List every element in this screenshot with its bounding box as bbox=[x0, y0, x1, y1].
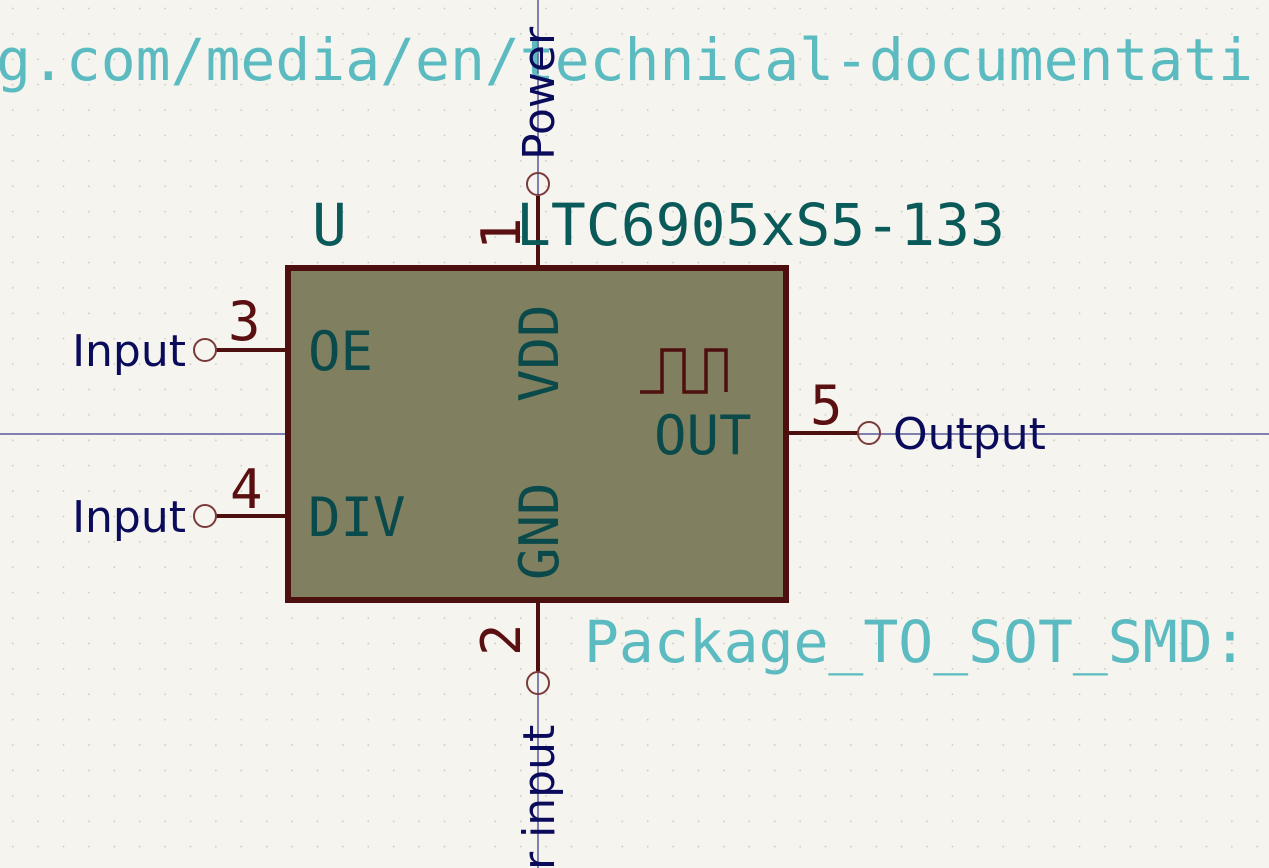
pin-3-number: 3 bbox=[228, 290, 261, 353]
pin-lines bbox=[216, 196, 858, 672]
component-body[interactable] bbox=[285, 265, 789, 603]
reference-field[interactable]: U bbox=[312, 191, 347, 259]
pin-numbers: 1 2 3 4 5 bbox=[228, 217, 843, 656]
value-field[interactable]: LTC6905xS5-133 bbox=[516, 191, 1005, 259]
pin-4-electrical-type: Input bbox=[72, 492, 186, 543]
pin-4-connection bbox=[193, 504, 217, 528]
pin-1-number: 1 bbox=[470, 217, 533, 250]
pin-5-name: OUT bbox=[654, 404, 752, 467]
pin-2-electrical-type: r input bbox=[514, 725, 565, 868]
pin-4-name: DIV bbox=[308, 486, 406, 549]
pin-2-connection bbox=[526, 671, 550, 695]
pin-5-number: 5 bbox=[810, 374, 843, 437]
electrical-type-labels: Power r input Input Input Output bbox=[72, 26, 1046, 868]
datasheet-field[interactable]: g.com/media/en/technical-documentati bbox=[0, 26, 1253, 94]
footprint-field[interactable]: Package_TO_SOT_SMD: bbox=[584, 608, 1247, 676]
pin-5-electrical-type: Output bbox=[893, 409, 1046, 460]
pin-3-electrical-type: Input bbox=[72, 326, 186, 377]
pin-3-name: OE bbox=[308, 320, 373, 383]
pin-1-connection bbox=[526, 172, 550, 196]
pin-2-number: 2 bbox=[470, 623, 533, 656]
clock-waveform-icon bbox=[640, 348, 728, 394]
pin-1-electrical-type: Power bbox=[514, 26, 565, 160]
pin-3-connection bbox=[193, 338, 217, 362]
pin-names: VDD GND OE DIV OUT bbox=[308, 304, 752, 580]
pin-1-name: VDD bbox=[508, 304, 571, 402]
pin-connection-points[interactable] bbox=[193, 172, 881, 695]
pin-4-number: 4 bbox=[230, 458, 263, 521]
pin-5-connection bbox=[857, 421, 881, 445]
pin-2-name: GND bbox=[508, 482, 571, 580]
